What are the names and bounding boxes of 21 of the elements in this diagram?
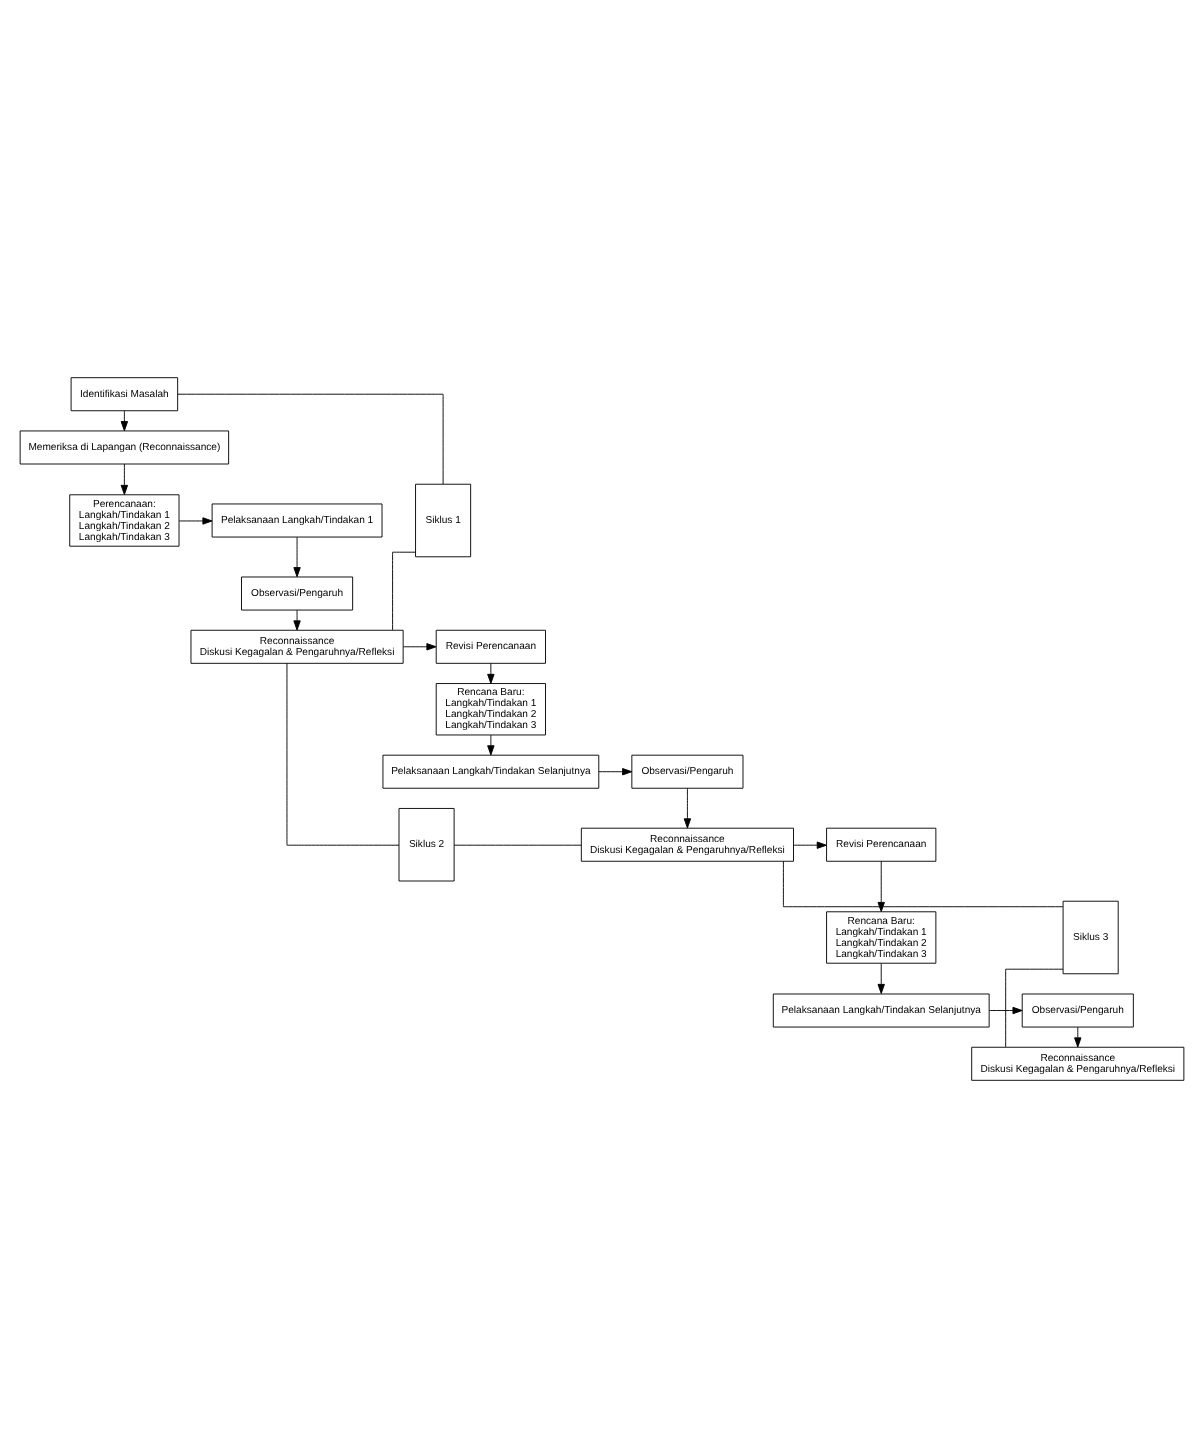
- arrow: [877, 962, 885, 993]
- connector: [392, 550, 416, 630]
- connector: [453, 843, 582, 845]
- arrow: [120, 409, 129, 431]
- arrow: [487, 662, 495, 683]
- connector: [177, 392, 444, 484]
- arrow: [402, 642, 437, 650]
- connector: [286, 661, 400, 845]
- arrow: [683, 786, 692, 828]
- arrow: [877, 859, 885, 912]
- arrow: [598, 767, 633, 775]
- arrow: [120, 462, 129, 494]
- connector: [1005, 967, 1064, 1047]
- arrow: [1074, 1025, 1082, 1047]
- connector: [782, 859, 1064, 907]
- arrow: [793, 840, 827, 848]
- arrow: [293, 608, 301, 630]
- arrow: [178, 516, 213, 524]
- arrow: [988, 1005, 1023, 1014]
- arrow: [293, 535, 301, 577]
- arrow: [487, 733, 495, 755]
